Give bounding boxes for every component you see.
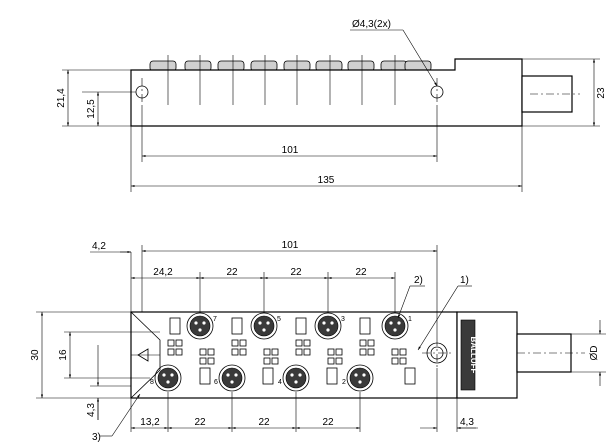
top-windows-lower: [199, 367, 416, 385]
port-5: 5: [250, 312, 281, 340]
port-3-label: 3: [341, 316, 345, 323]
ports-lower: 8 6 4 2: [150, 364, 374, 392]
port-1: 1: [381, 312, 412, 340]
top-dim-pitch-2: 22: [290, 267, 302, 278]
top-dim-inner-height: 16: [58, 349, 69, 361]
port-2-label: 2: [342, 379, 346, 386]
callout-1: 1): [460, 275, 469, 286]
side-hole-callout: Ø4,3(2x): [352, 19, 391, 30]
port-6-label: 6: [214, 379, 218, 386]
port-1-label: 1: [408, 316, 412, 323]
side-dim-hole-height: 12,5: [86, 99, 97, 119]
port-4-label: 4: [278, 379, 282, 386]
top-dim-pitch-bottom-2: 22: [258, 417, 270, 428]
brand-label: BALLUFF: [469, 337, 478, 374]
port-8-label: 8: [150, 379, 154, 386]
side-connector-bumps: [149, 60, 432, 72]
top-dim-first-pitch-bottom: 13,2: [140, 417, 160, 428]
side-dim-height-left: 21,4: [56, 88, 67, 108]
top-view: BALLUFF: [30, 240, 606, 443]
side-dim-overall-length: 135: [318, 175, 335, 186]
top-dim-pitch-1: 22: [226, 267, 238, 278]
top-dim-height: 30: [30, 349, 41, 361]
top-dim-hole-spacing: 101: [282, 240, 299, 251]
top-dim-offset-left: 4,2: [92, 241, 106, 252]
top-dim-pitch-bottom-1: 22: [194, 417, 206, 428]
side-dim-hole-spacing: 101: [282, 145, 299, 156]
side-view: Ø4,3(2x) 21,4 12,5 23 101 135: [56, 19, 607, 192]
port-7: 7: [186, 312, 217, 340]
top-dim-first-pitch: 24,2: [153, 267, 173, 278]
ports-upper: 7 5 3 1: [186, 312, 412, 340]
port-5-label: 5: [277, 316, 281, 323]
led-indicators: [167, 339, 407, 365]
callout-3: 3): [92, 432, 101, 443]
top-dim-pitch-3: 22: [355, 267, 367, 278]
top-dim-edge-bottom: 4,3: [86, 403, 97, 417]
port-6: 6: [214, 364, 246, 392]
port-4: 4: [278, 364, 310, 392]
side-dim-height-right: 23: [596, 87, 607, 99]
port-8: 8: [150, 364, 182, 392]
callout-2: 2): [414, 275, 423, 286]
top-dim-edge-right: 4,3: [460, 417, 474, 428]
top-dim-cable-diameter: ØD: [589, 346, 600, 361]
top-windows-upper: [169, 317, 371, 335]
top-dim-pitch-bottom-3: 22: [322, 417, 334, 428]
port-2: 2: [342, 364, 374, 392]
port-7-label: 7: [213, 316, 217, 323]
brand-plate: [460, 319, 476, 391]
